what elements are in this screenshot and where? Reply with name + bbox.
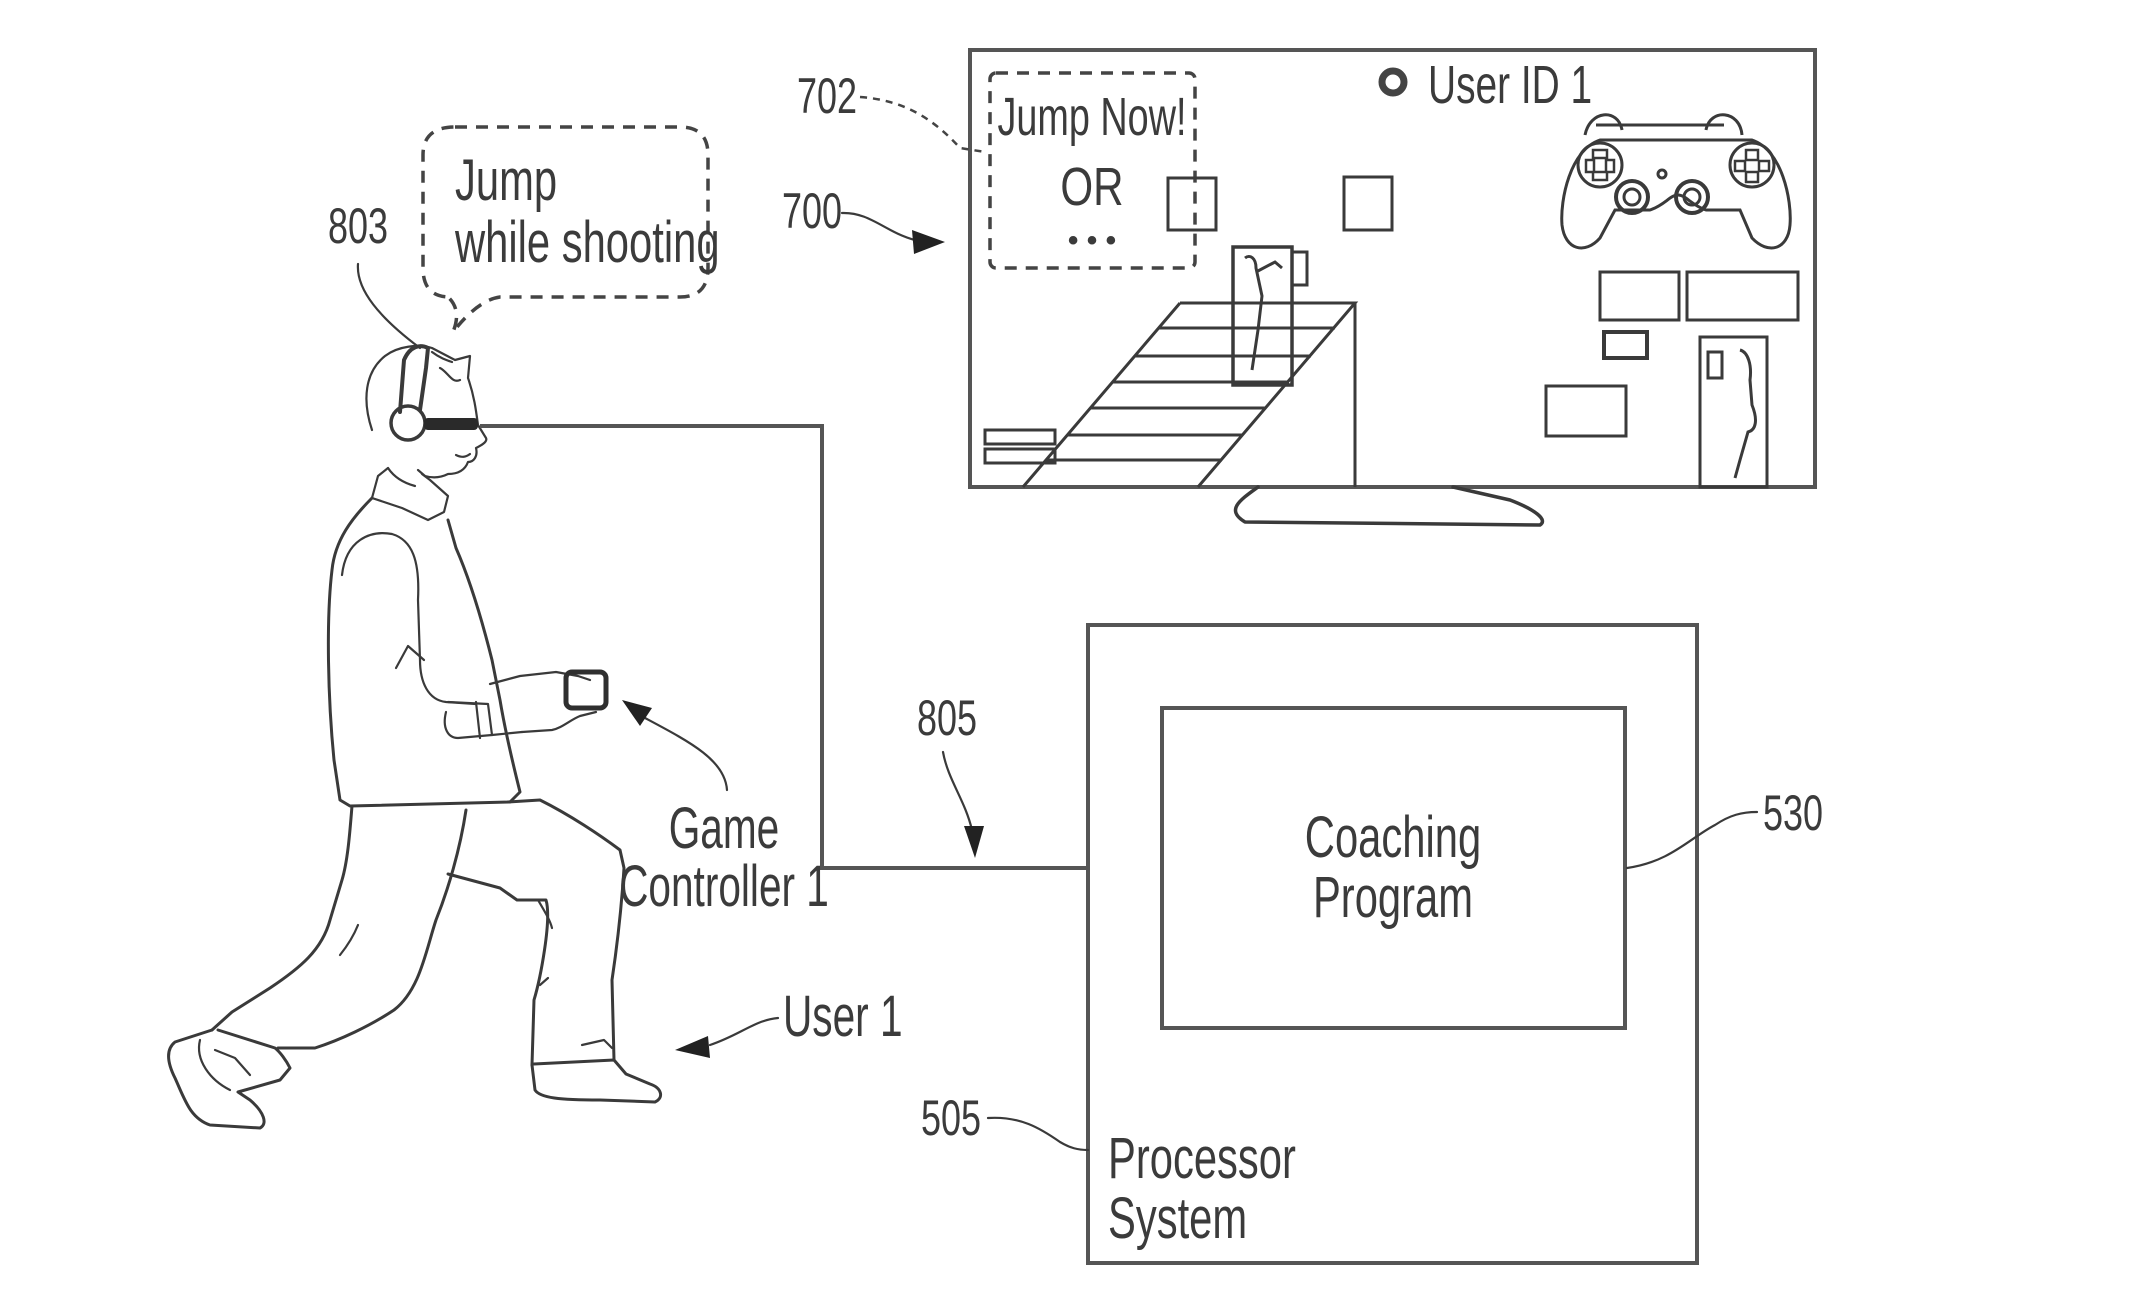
- coaching-program-line-2: Program: [1313, 864, 1473, 929]
- leader-530: [1625, 810, 1759, 870]
- scene-block: [1544, 384, 1628, 438]
- leader-702: [859, 95, 986, 154]
- ref-702: 702: [797, 69, 857, 124]
- speech-line-2: while shooting: [454, 209, 719, 274]
- connection-wire: [480, 424, 1162, 870]
- headphone-band: [398, 344, 430, 414]
- leader-805: [941, 750, 974, 832]
- processor-system: Coaching Program Processor System: [1086, 623, 1699, 1265]
- cuff: [474, 700, 524, 740]
- scene-block: [1166, 176, 1218, 232]
- leader-700: [840, 211, 917, 242]
- headphone-cup: [389, 404, 427, 442]
- character-figure: [1244, 254, 1283, 371]
- display-700: Jump Now! OR • • • User ID 1: [968, 48, 1817, 527]
- collar: [370, 466, 450, 522]
- glasses: [424, 418, 478, 430]
- sleeve: [443, 700, 494, 740]
- hud-icon: [1602, 330, 1649, 360]
- hair: [430, 350, 462, 382]
- hud-box: [1598, 270, 1681, 322]
- ref-505: 505: [921, 1091, 981, 1146]
- label-game: Game: [669, 796, 780, 861]
- arrow-user: [675, 1036, 710, 1058]
- front-cuff: [580, 1038, 614, 1050]
- user-id-icon: [1378, 67, 1408, 97]
- arm-fold: [394, 644, 426, 670]
- vest-line: [340, 532, 478, 706]
- hud-box: [1685, 270, 1800, 322]
- arrow-700: [912, 230, 945, 254]
- back-leg: [210, 804, 468, 1050]
- head-outline: [365, 345, 488, 479]
- label-controller-1: Controller 1: [619, 854, 829, 919]
- user-id-label: User ID 1: [1428, 54, 1592, 115]
- speech-bubble: Jump while shooting: [421, 125, 720, 334]
- stair-steps: [1046, 326, 1335, 462]
- staircase: [1021, 301, 1359, 488]
- back-foot-detail: [197, 1038, 252, 1092]
- game-scene: [983, 175, 1800, 489]
- front-foot: [530, 1058, 663, 1104]
- hand: [488, 670, 598, 734]
- coaching-program-box: [1160, 706, 1627, 1030]
- coaching-program-line-1: Coaching: [1305, 804, 1481, 869]
- leader-505: [986, 1116, 1090, 1152]
- back-leg-crease: [338, 923, 360, 957]
- leader-user: [708, 1016, 780, 1047]
- leader-803: [356, 262, 422, 350]
- processor-system-line-2: System: [1108, 1185, 1247, 1250]
- ref-700: 700: [782, 184, 842, 239]
- arrow-game-controller: [622, 700, 652, 726]
- leader-game-controller: [643, 716, 729, 792]
- label-user-1: User 1: [783, 984, 903, 1049]
- arrow-805: [964, 826, 984, 858]
- character-box: [1231, 245, 1294, 387]
- hint-text-1: Jump Now!: [997, 86, 1186, 146]
- speech-line-1: Jump: [455, 147, 557, 212]
- tv-stand: [1233, 485, 1545, 527]
- back-foot: [167, 1028, 292, 1130]
- door-frame: [1698, 335, 1769, 489]
- scene-block-small: [983, 428, 1057, 446]
- ref-803: 803: [328, 199, 388, 254]
- front-leg-crease: [536, 898, 554, 987]
- hint-text-3: • • •: [1068, 224, 1116, 257]
- hint-text-2: OR: [1060, 157, 1123, 217]
- ref-805: 805: [917, 691, 977, 746]
- scene-block-small: [983, 447, 1057, 465]
- neck: [386, 466, 417, 488]
- ref-530: 530: [1763, 786, 1823, 841]
- front-leg: [446, 798, 626, 1067]
- processor-system-line-1: Processor: [1108, 1125, 1296, 1190]
- face-detail: [454, 452, 472, 458]
- gamepad-icon: [1560, 113, 1792, 250]
- door-character: [1706, 348, 1757, 479]
- scene-block: [1342, 175, 1394, 232]
- torso: [326, 496, 522, 808]
- user-figure: [167, 344, 663, 1130]
- held-controller: [563, 669, 609, 711]
- hint-box: [988, 71, 1197, 270]
